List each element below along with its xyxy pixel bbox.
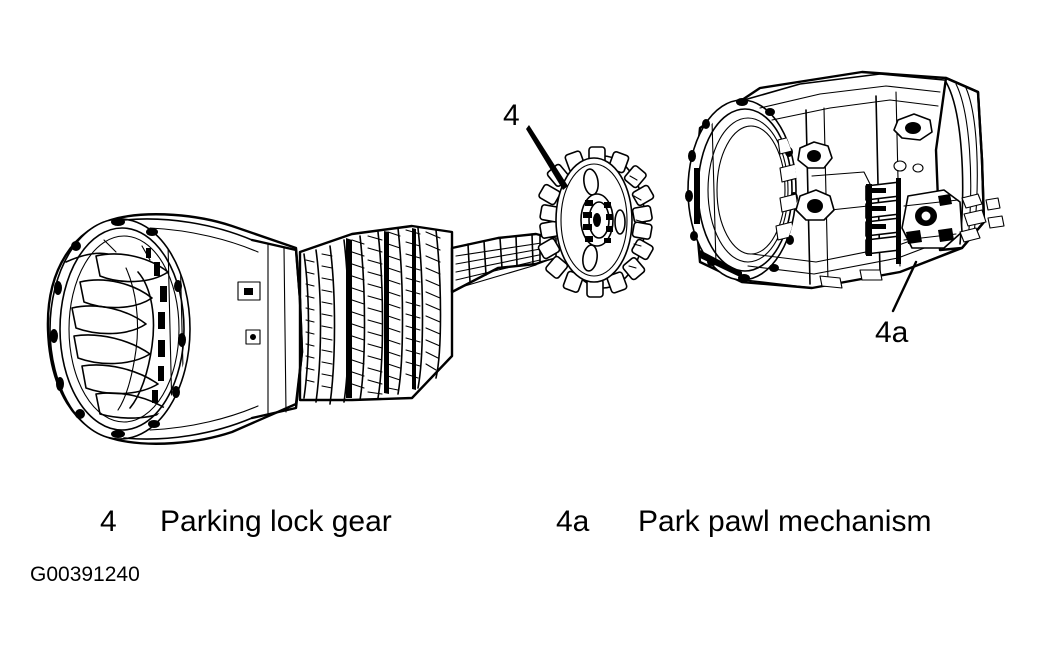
- leader-line-4a: [891, 260, 918, 313]
- housing-top-edge: [123, 218, 253, 241]
- housing-side-boss: [237, 281, 261, 301]
- case-dark-accents: [694, 168, 901, 278]
- park-pawl-mechanism: [685, 70, 1005, 290]
- shaft-splines: [455, 241, 549, 289]
- case-bell-bore: [716, 125, 786, 255]
- case-mounting-boss-lower: [795, 189, 835, 221]
- bell-housing-bolt-bosses: [50, 218, 186, 438]
- gear-lightening-holes: [582, 168, 626, 272]
- figure-id-label: G00391240: [30, 563, 140, 586]
- figure-legend: 4 Parking lock gear 4a Park pawl mechani…: [0, 505, 1041, 553]
- callout-label-4a: 4a: [875, 316, 909, 349]
- gear-train-barrel: [298, 224, 454, 405]
- case-mounting-boss-upper: [797, 141, 833, 169]
- callout-leader-lines: [526, 125, 918, 313]
- case-bottom-rail: [743, 247, 961, 289]
- legend-label-parking-lock-gear: Parking lock gear: [160, 505, 392, 538]
- transmission-front-assembly: [46, 213, 557, 445]
- parking-lock-gear: [537, 146, 655, 298]
- legend-number-4: 4: [100, 505, 117, 538]
- case-top-edge: [743, 73, 945, 101]
- case-mounting-boss-top-right: [893, 113, 933, 141]
- housing-bottom-edge: [123, 417, 253, 440]
- bell-housing-flange-mid: [59, 227, 185, 431]
- leader-line-4: [526, 125, 568, 190]
- gear-rim-shading: [628, 175, 644, 269]
- case-small-bosses: [893, 160, 924, 173]
- legend-label-park-pawl-mechanism: Park pawl mechanism: [638, 505, 932, 538]
- gear-body-inner-ring: [560, 163, 628, 277]
- case-bell-flange-inner: [707, 117, 789, 263]
- bell-housing-flange-inner: [68, 235, 180, 423]
- gear-center-hub: [580, 193, 614, 247]
- gear-teeth-hatching: [305, 229, 441, 395]
- bell-housing-outline: [46, 213, 304, 445]
- legend-number-4a: 4a: [556, 505, 590, 538]
- callout-label-4: 4: [503, 99, 520, 132]
- hub-splines: [583, 200, 613, 243]
- housing-side-boss-2: [245, 329, 261, 345]
- case-bottom-lugs: [819, 269, 883, 289]
- case-side-studs: [959, 193, 1005, 243]
- gear-shadow-bands: [346, 228, 416, 398]
- case-valve-body-cluster: [901, 189, 963, 249]
